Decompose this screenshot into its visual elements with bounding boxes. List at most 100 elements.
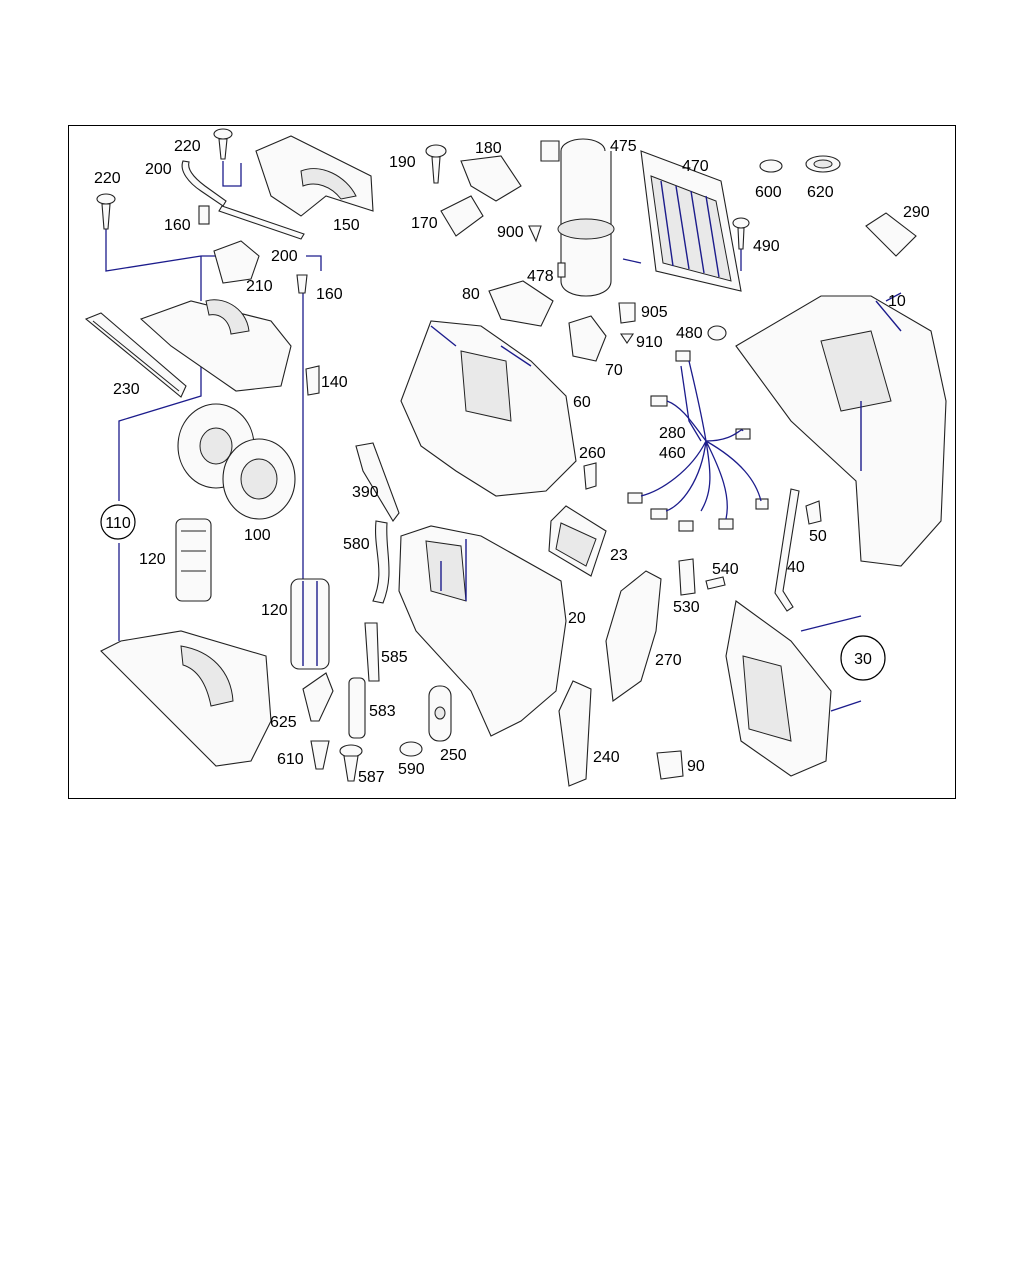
- clip-260: [583, 462, 597, 490]
- rod-40: [774, 488, 800, 612]
- label-585: 585: [381, 649, 408, 666]
- label-905: 905: [641, 304, 668, 321]
- actuator-70: [568, 315, 607, 362]
- hose-580: [372, 520, 390, 604]
- label-190: 190: [389, 154, 416, 171]
- label-900: 900: [497, 224, 524, 241]
- diagram-frame: 110 30 220 220 200 160 150 200 210 160 2…: [68, 125, 956, 799]
- housing-10: [735, 295, 947, 567]
- grommet-600: [759, 159, 783, 173]
- part-625: [302, 672, 334, 722]
- clip-140: [305, 365, 320, 396]
- receiver-drier-475: [540, 138, 615, 297]
- label-80: 80: [462, 286, 480, 303]
- label-10: 10: [888, 293, 906, 310]
- label-240: 240: [593, 749, 620, 766]
- label-110: 110: [105, 515, 131, 532]
- part-905: [618, 302, 636, 324]
- gasket-250: [428, 685, 452, 742]
- label-478: 478: [527, 268, 554, 285]
- housing-30: [725, 600, 832, 777]
- part-478: [557, 262, 566, 278]
- rod-200-upper: [181, 160, 227, 207]
- duct-cover-150: [255, 135, 374, 217]
- part-590: [399, 741, 423, 757]
- label-530: 530: [673, 599, 700, 616]
- housing-20: [398, 525, 567, 737]
- part-583: [348, 677, 366, 739]
- label-170: 170: [411, 215, 438, 232]
- plug-480: [707, 325, 727, 341]
- label-625: 625: [270, 714, 297, 731]
- label-910: 910: [636, 334, 663, 351]
- label-50: 50: [809, 528, 827, 545]
- sensor-390: [355, 442, 400, 522]
- label-90: 90: [687, 758, 705, 775]
- label-160-a: 160: [164, 217, 191, 234]
- flap-23: [548, 505, 607, 577]
- filter-230: [84, 312, 187, 398]
- label-260: 260: [579, 445, 606, 462]
- screw-190: [425, 144, 447, 184]
- label-220-left: 220: [94, 170, 121, 187]
- label-230: 230: [113, 381, 140, 398]
- filter-120-a: [175, 518, 212, 602]
- label-580: 580: [343, 536, 370, 553]
- part-900: [528, 225, 542, 243]
- part-610: [310, 740, 330, 770]
- screw-220-upper: [213, 128, 233, 160]
- screw-540: [705, 576, 726, 590]
- part-910: [619, 333, 635, 344]
- label-250: 250: [440, 747, 467, 764]
- label-290: 290: [903, 204, 930, 221]
- label-210: 210: [246, 278, 273, 295]
- label-390: 390: [352, 484, 379, 501]
- label-590: 590: [398, 761, 425, 778]
- circle-110: 110: [100, 504, 136, 540]
- actuator-80: [488, 280, 554, 327]
- label-587: 587: [358, 769, 385, 786]
- actuator-210: [213, 240, 260, 284]
- label-120-a: 120: [139, 551, 166, 568]
- label-280: 280: [659, 425, 686, 442]
- label-120-b: 120: [261, 602, 288, 619]
- blower-housing-upper: [139, 299, 292, 392]
- circle-30: 30: [840, 635, 886, 681]
- parts-diagram: 110 30 220 220 200 160 150 200 210 160 2…: [84, 128, 947, 787]
- label-220-upper: 220: [174, 138, 201, 155]
- label-60: 60: [573, 394, 591, 411]
- label-200-upper: 200: [145, 161, 172, 178]
- part-585: [364, 622, 380, 682]
- label-20: 20: [568, 610, 586, 627]
- label-100: 100: [244, 527, 271, 544]
- blower-wheels-100: [177, 403, 296, 520]
- clip-160-a: [198, 205, 210, 225]
- label-475: 475: [610, 138, 637, 155]
- bracket-180: [460, 155, 522, 202]
- duct-270: [605, 570, 662, 702]
- evaporator-470: [640, 150, 742, 292]
- label-160-b: 160: [316, 286, 343, 303]
- wiring-harness-280-460: [627, 350, 769, 532]
- label-490: 490: [753, 238, 780, 255]
- label-40: 40: [787, 559, 805, 576]
- rod-200-lower: [218, 205, 305, 240]
- label-180: 180: [475, 140, 502, 157]
- part-labels: 220 220 200 160 150 200 210 160 230 140 …: [94, 138, 930, 786]
- label-480: 480: [676, 325, 703, 342]
- bracket-240: [558, 680, 592, 787]
- label-600: 600: [755, 184, 782, 201]
- label-270: 270: [655, 652, 682, 669]
- leader-lines: [105, 161, 902, 712]
- bracket-290: [865, 212, 917, 257]
- label-23: 23: [610, 547, 628, 564]
- grommet-620: [805, 155, 841, 173]
- bracket-170: [440, 195, 484, 237]
- clip-50: [805, 500, 822, 525]
- label-583: 583: [369, 703, 396, 720]
- label-610: 610: [277, 751, 304, 768]
- label-470: 470: [682, 158, 709, 175]
- label-70: 70: [605, 362, 623, 379]
- label-460: 460: [659, 445, 686, 462]
- clip-530: [678, 558, 696, 596]
